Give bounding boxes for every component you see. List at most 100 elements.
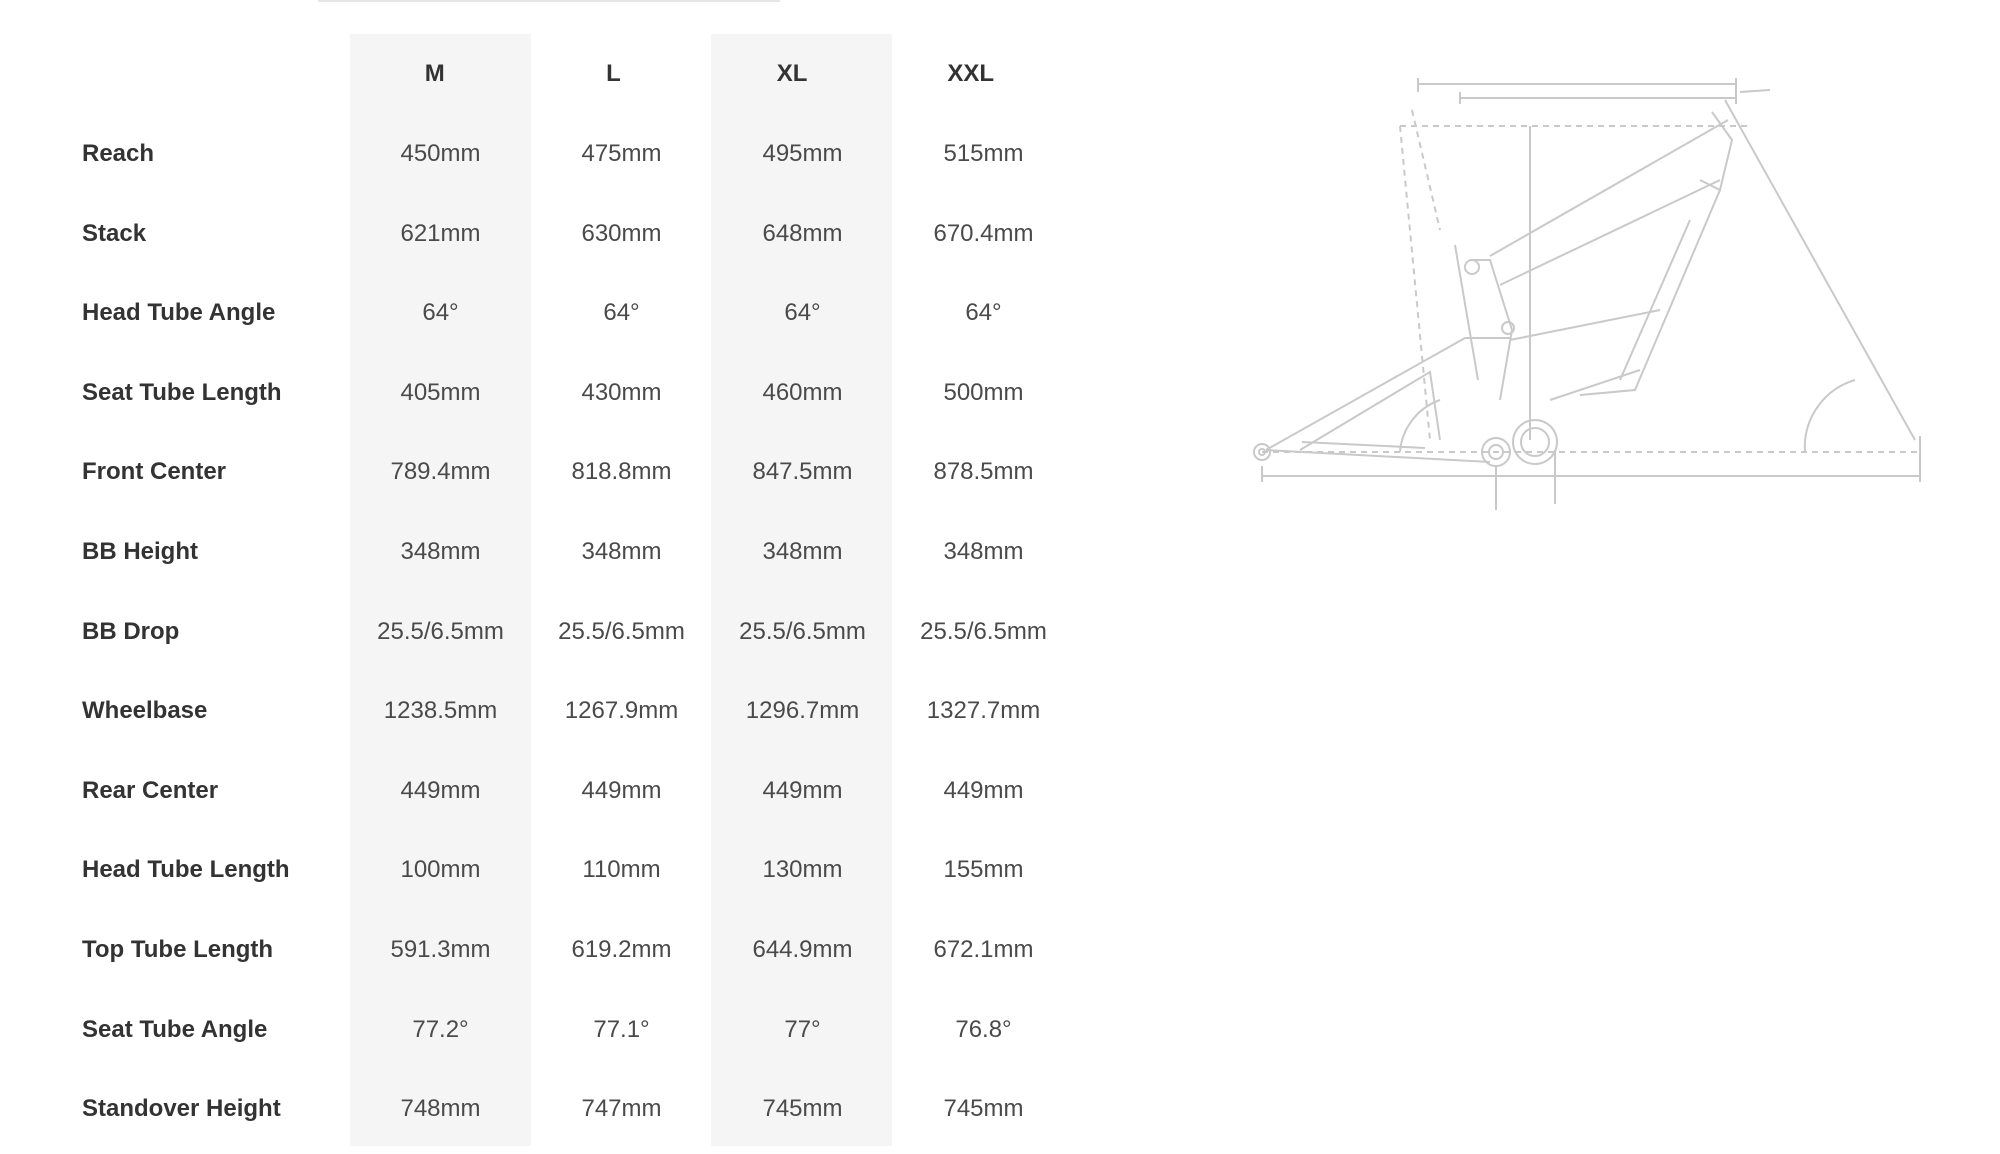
value-cell-xl: 745mm [762, 1095, 843, 1123]
value-cell-m: 748mm [400, 1095, 481, 1123]
value-cell-l: 630mm [581, 219, 662, 247]
value-cell-xxl: 76.8° [955, 1015, 1012, 1043]
value-cell-m: 64° [422, 299, 459, 327]
value-cell-xxl: 64° [965, 299, 1002, 327]
row-label: Front Center [82, 458, 226, 486]
value-cell-l: 818.8mm [571, 458, 672, 486]
geometry-row: Head Tube Length 100mm 110mm 130mm 155mm [0, 830, 1060, 910]
value-cell-xl: 25.5/6.5mm [739, 617, 866, 645]
geometry-row: Front Center 789.4mm 818.8mm 847.5mm 878.5mm [0, 432, 1060, 512]
value-cell-xl: 348mm [762, 538, 843, 565]
size-header-l: L [606, 60, 621, 87]
value-cell-xl: 77° [784, 1015, 821, 1043]
value-cell-l: 475mm [581, 140, 662, 167]
geometry-row: Wheelbase 1238.5mm 1267.9mm 1296.7mm 1327.7m… [0, 671, 1060, 751]
value-cell-xxl: 745mm [943, 1095, 1024, 1123]
value-cell-m: 1238.5mm [383, 697, 498, 725]
value-cell-l: 110mm [582, 856, 661, 884]
row-label: Stack [82, 219, 147, 247]
row-values: 450mm 475mm 495mm 515mm [350, 140, 1074, 168]
value-cell-xxl: 878.5mm [933, 458, 1034, 486]
geometry-row: Rear Center 449mm 449mm 449mm 449mm [0, 751, 1060, 831]
value-cell-xxl: 1327.7mm [926, 697, 1041, 725]
value-cell-l: 77.1° [593, 1015, 650, 1043]
value-cell-xl: 648mm [762, 219, 843, 247]
value-cell-m: 405mm [400, 378, 481, 406]
value-cell-l: 25.5/6.5mm [558, 617, 685, 645]
row-values: 621mm 630mm 648mm 670.4mm [350, 220, 1074, 248]
value-cell-m: 348mm [400, 538, 481, 565]
row-label: Seat Tube Angle [82, 1015, 268, 1043]
value-cell-xxl: 348mm [943, 538, 1024, 565]
geometry-row: BB Height 348mm 348mm 348mm 348mm [0, 512, 1060, 592]
value-cell-xl: 449mm [762, 776, 843, 804]
value-cell-xl: 847.5mm [752, 458, 853, 486]
value-cell-m: 77.2° [412, 1015, 469, 1043]
row-label: Head Tube Angle [82, 299, 276, 327]
row-label: BB Drop [82, 617, 180, 645]
size-header-row: M L XL XXL [0, 34, 1060, 114]
value-cell-l: 348mm [581, 538, 662, 565]
value-cell-xl: 460mm [762, 378, 843, 406]
value-cell-m: 25.5/6.5mm [377, 617, 504, 645]
value-cell-xl: 644.9mm [752, 936, 853, 963]
row-values: 100mm 110mm 130mm 155mm [350, 856, 1074, 884]
value-cell-l: 449mm [581, 776, 662, 804]
geometry-row: Standover Height 748mm 747mm 745mm 745mm [0, 1069, 1060, 1149]
value-cell-xxl: 449mm [943, 776, 1024, 804]
row-label: BB Height [82, 538, 198, 565]
geometry-row: Seat Tube Angle 77.2° 77.1° 77° 76.8° [0, 990, 1060, 1070]
value-cell-m: 449mm [400, 776, 481, 804]
row-values: 449mm 449mm 449mm 449mm [350, 777, 1074, 805]
value-cell-xxl: 672.1mm [933, 936, 1034, 963]
value-cell-l: 747mm [581, 1095, 662, 1123]
geometry-row: BB Drop 25.5/6.5mm 25.5/6.5mm 25.5/6.5mm 25.… [0, 592, 1060, 672]
value-cell-xl: 130mm [762, 856, 843, 884]
row-label: Standover Height [82, 1095, 281, 1123]
value-cell-xxl: 515mm [943, 140, 1024, 167]
value-cell-l: 64° [603, 299, 640, 327]
value-cell-l: 619.2mm [571, 936, 672, 963]
value-cell-xxl: 25.5/6.5mm [920, 617, 1047, 645]
row-label: Seat Tube Length [82, 378, 282, 406]
row-values: 748mm 747mm 745mm 745mm [350, 1095, 1074, 1123]
row-values: 77.2° 77.1° 77° 76.8° [350, 1016, 1074, 1044]
value-cell-m: 621mm [400, 219, 481, 247]
row-values: 1238.5mm 1267.9mm 1296.7mm 1327.7mm [350, 697, 1074, 725]
geometry-row: Seat Tube Length 405mm 430mm 460mm 500mm [0, 353, 1060, 433]
size-column-shade-xl [711, 34, 892, 1146]
value-cell-l: 1267.9mm [564, 697, 679, 725]
geometry-row: Head Tube Angle 64° 64° 64° 64° [0, 273, 1060, 353]
value-cell-m: 450mm [400, 140, 481, 167]
row-values: 405mm 430mm 460mm 500mm [350, 379, 1074, 407]
row-values: 348mm 348mm 348mm 348mm [350, 538, 1074, 566]
value-cell-xl: 495mm [762, 140, 843, 167]
geometry-row: Reach 450mm 475mm 495mm 515mm [0, 114, 1060, 194]
value-cell-xl: 64° [784, 299, 821, 327]
row-values: 591.3mm 619.2mm 644.9mm 672.1mm [350, 936, 1074, 964]
row-label: Rear Center [82, 776, 219, 804]
row-label: Head Tube Length [82, 856, 290, 884]
size-header-xxl: XXL [947, 60, 995, 87]
size-column-shade-m [350, 34, 531, 1146]
row-label: Wheelbase [82, 697, 208, 725]
value-cell-xxl: 670.4mm [933, 219, 1034, 247]
top-divider [318, 0, 780, 2]
size-header-m: M [424, 60, 445, 87]
value-cell-m: 591.3mm [390, 936, 491, 963]
value-cell-xxl: 500mm [943, 378, 1024, 406]
value-cell-xl: 1296.7mm [745, 697, 860, 725]
value-cell-m: 789.4mm [390, 458, 491, 486]
row-values: 789.4mm 818.8mm 847.5mm 878.5mm [350, 458, 1074, 486]
value-cell-l: 430mm [581, 378, 662, 406]
geometry-row: Top Tube Length 591.3mm 619.2mm 644.9mm 672.… [0, 910, 1060, 990]
bike-frame-geometry-diagram-icon [1253, 78, 1921, 510]
row-label: Top Tube Length [82, 936, 274, 963]
row-values: 25.5/6.5mm 25.5/6.5mm 25.5/6.5mm 25.5/6.5mm [350, 618, 1074, 646]
geometry-row: Stack 621mm 630mm 648mm 670.4mm [0, 194, 1060, 274]
row-values: 64° 64° 64° 64° [350, 299, 1074, 327]
value-cell-m: 100mm [400, 856, 481, 884]
row-label: Reach [82, 140, 155, 167]
value-cell-xxl: 155mm [943, 856, 1024, 884]
